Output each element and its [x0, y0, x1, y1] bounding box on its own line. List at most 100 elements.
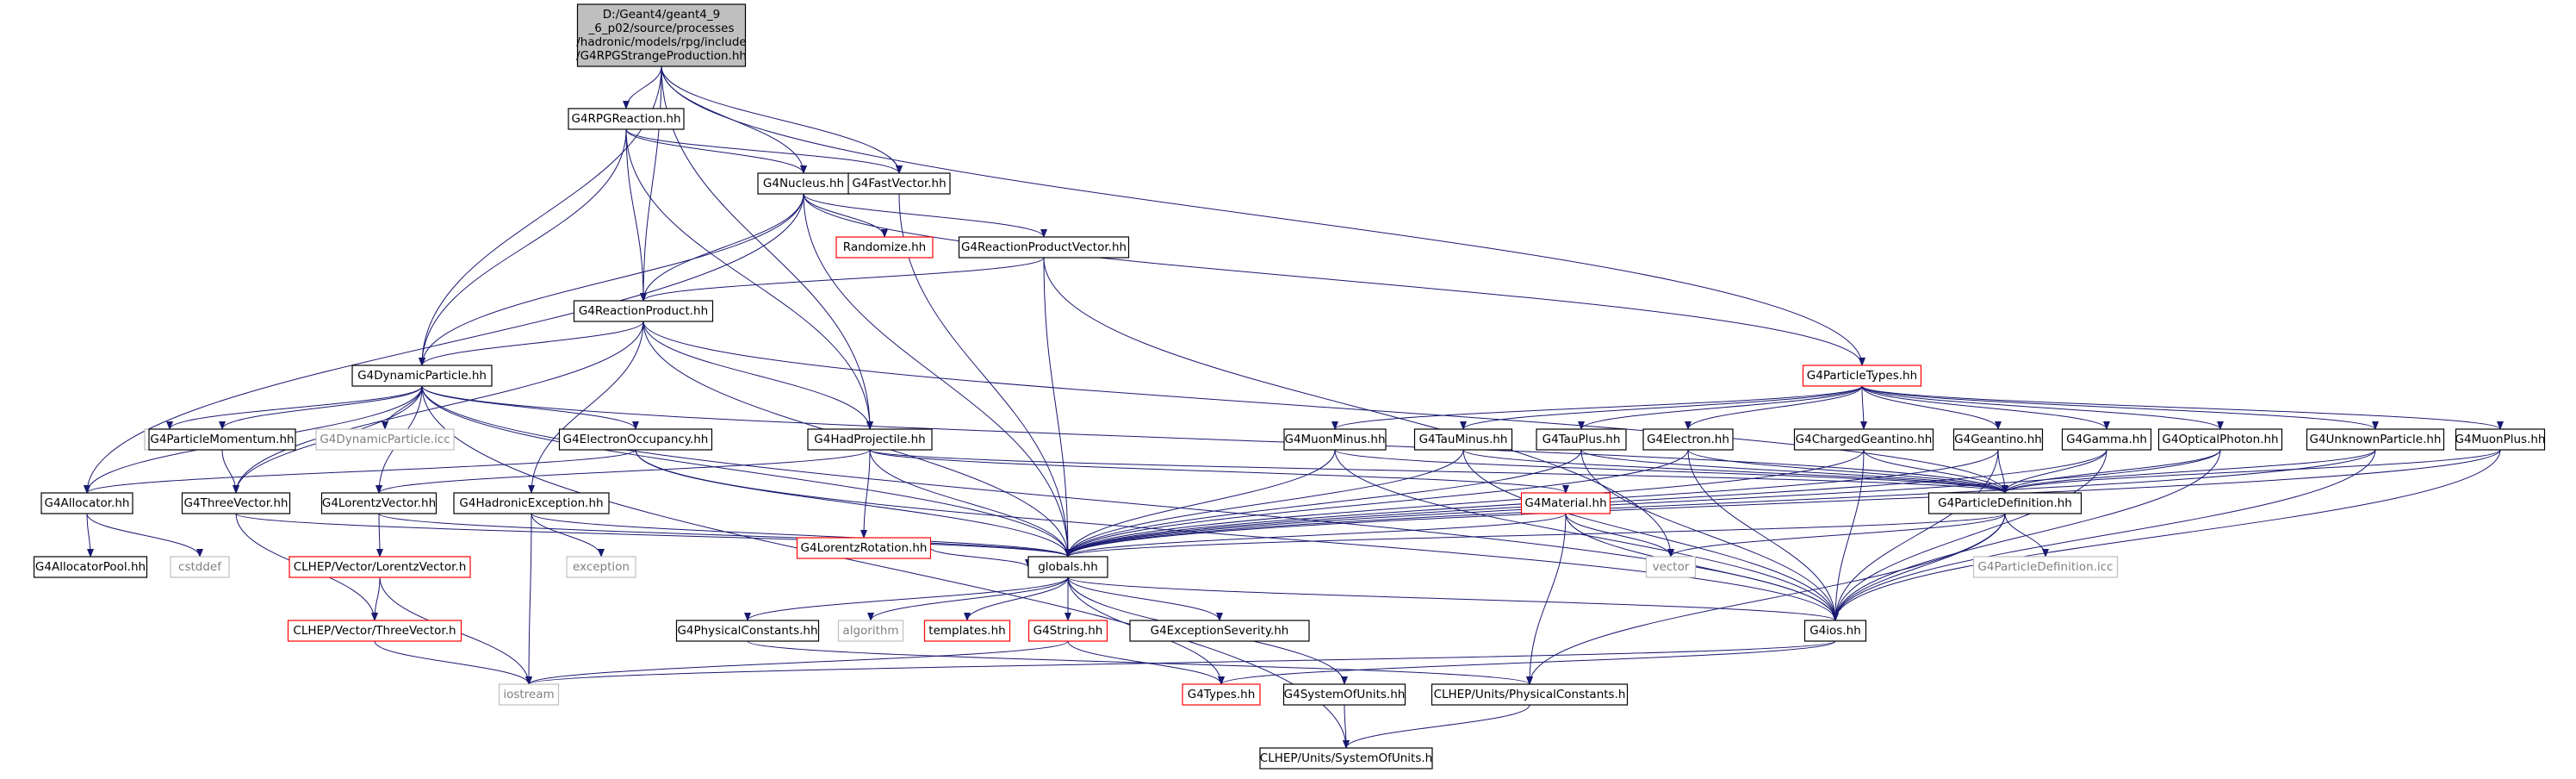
node-cstddef[interactable]: cstddef [170, 556, 230, 578]
node-clhep_tv[interactable]: CLHEP/Vector/ThreeVector.h [287, 620, 462, 642]
node-g4ios[interactable]: G4ios.hh [1803, 620, 1867, 642]
edge-hadexc-to-exception [531, 513, 605, 558]
node-label: globals.hh [1038, 560, 1098, 574]
edge-nucleus-to-dynpart [419, 193, 804, 366]
node-electron[interactable]: G4Electron.hh [1642, 428, 1734, 451]
edge-rp-to-partdef [642, 321, 2008, 494]
node-allocator[interactable]: G4Allocator.hh [40, 492, 133, 514]
edge-tauplus-to-globals [1065, 449, 1582, 558]
node-allocpool[interactable]: G4AllocatorPool.hh [33, 556, 148, 578]
node-lorentzvector[interactable]: G4LorentzVector.hh [320, 492, 438, 514]
node-box [1413, 428, 1513, 451]
node-partdeficc[interactable]: G4ParticleDefinition.icc [1972, 556, 2119, 578]
node-box [847, 172, 951, 195]
node-box [576, 3, 747, 67]
edge-hadproj-to-lorentzvector [376, 449, 871, 494]
node-label: G4ParticleMomentum.hh [150, 433, 294, 446]
node-iostream[interactable]: iostream [498, 683, 560, 706]
node-box [837, 620, 904, 642]
node-clhep_su[interactable]: CLHEP/Units/SystemOfUnits.h [1259, 747, 1433, 770]
node-box [1027, 556, 1108, 578]
node-label: G4HadronicException.hh [459, 496, 603, 510]
edge-muonplus-to-partdef [2002, 449, 2501, 494]
edge-rpgreaction-to-nucleus [625, 128, 807, 174]
node-lorentzrotation[interactable]: G4LorentzRotation.hh [796, 537, 932, 559]
node-globals[interactable]: globals.hh [1027, 556, 1108, 578]
node-elocc[interactable]: G4ElectronOccupancy.hh [558, 428, 713, 451]
edge-rpv-to-rp [640, 257, 1045, 302]
node-muonplus[interactable]: G4MuonPlus.hh [2455, 428, 2546, 451]
node-material[interactable]: G4Material.hh [1520, 492, 1611, 514]
node-g4types[interactable]: G4Types.hh [1182, 683, 1261, 706]
edge-partdef-to-partdeficc [2004, 513, 2049, 558]
node-rpgreaction[interactable]: G4RPGReaction.hh [568, 108, 685, 130]
node-box [1952, 428, 2044, 451]
node-dynpart[interactable]: G4DynamicParticle.hh [351, 365, 493, 387]
edge-globals-to-templates [964, 576, 1069, 621]
node-tauminus[interactable]: G4TauMinus.hh [1413, 428, 1513, 451]
edge-geantino-to-g4ios [1832, 449, 1999, 621]
node-box [1027, 620, 1108, 642]
node-box [315, 428, 455, 451]
edge-nucleus-to-globals [803, 193, 1071, 558]
edge-opticalphoton-to-partdef [2002, 449, 2221, 494]
node-label: G4Gamma.hh [2066, 433, 2147, 446]
node-excsev[interactable]: G4ExceptionSeverity.hh [1129, 620, 1310, 642]
node-nucleus[interactable]: G4Nucleus.hh [757, 172, 850, 195]
edge-clhep_pc-to-clhep_su [1343, 704, 1530, 749]
node-randomize[interactable]: Randomize.hh [835, 236, 934, 259]
node-label: G4ExceptionSeverity.hh [1151, 624, 1289, 638]
node-clhep_lv[interactable]: CLHEP/Vector/LorentzVector.h [289, 556, 471, 578]
node-hadexc[interactable]: G4HadronicException.hh [453, 492, 610, 514]
node-label: G4LorentzRotation.hh [801, 541, 928, 555]
node-chargedgeantino[interactable]: G4ChargedGeantino.hh [1793, 428, 1934, 451]
edge-lorentzvector-to-globals [378, 513, 1071, 558]
node-partmom[interactable]: G4ParticleMomentum.hh [148, 428, 296, 451]
node-templates[interactable]: templates.hh [923, 620, 1011, 642]
edge-muonplus-to-g4ios [1832, 449, 2501, 621]
node-g4string[interactable]: G4String.hh [1027, 620, 1108, 642]
node-opticalphoton[interactable]: G4OpticalPhoton.hh [2157, 428, 2283, 451]
node-particletypes[interactable]: G4ParticleTypes.hh [1802, 365, 1922, 387]
edge-dynpart-to-elocc [421, 385, 639, 430]
node-vector[interactable]: vector [1645, 556, 1697, 578]
edge-rpgreaction-to-hadproj [625, 128, 873, 430]
node-label: G4TauPlus.hh [1542, 433, 1621, 446]
node-label: G4Electron.hh [1647, 433, 1729, 446]
node-hadproj[interactable]: G4HadProjectile.hh [807, 428, 933, 451]
node-label: G4Geantino.hh [1954, 433, 2042, 446]
node-physconst[interactable]: G4PhysicalConstants.hh [675, 620, 820, 642]
edge-tauminus-to-globals [1065, 449, 1464, 558]
node-clhep_pc[interactable]: CLHEP/Units/PhysicalConstants.h [1431, 683, 1629, 706]
node-label: vector [1653, 560, 1690, 574]
node-box [566, 556, 636, 578]
node-root[interactable]: D:/Geant4/geant4_9_6_p02/source/processe… [576, 3, 747, 67]
node-algorithm[interactable]: algorithm [837, 620, 904, 642]
node-geantino[interactable]: G4Geantino.hh [1952, 428, 2044, 451]
node-gamma[interactable]: G4Gamma.hh [2061, 428, 2152, 451]
node-threevector[interactable]: G4ThreeVector.hh [181, 492, 291, 514]
node-label: G4PhysicalConstants.hh [677, 624, 817, 638]
node-fastvector[interactable]: G4FastVector.hh [847, 172, 951, 195]
edge-muonminus-to-globals [1065, 449, 1336, 558]
edge-globals-to-algorithm [867, 576, 1069, 621]
node-rpv[interactable]: G4ReactionProductVector.hh [958, 236, 1130, 259]
node-label: /hadronic/models/rpg/include [576, 35, 747, 49]
edge-hadproj-to-partdef [869, 449, 2008, 494]
node-box [289, 556, 471, 578]
edge-rp-to-dynpart [419, 321, 644, 366]
node-sysunits[interactable]: G4SystemOfUnits.hh [1282, 683, 1406, 706]
node-box [1802, 365, 1922, 387]
edge-particletypes-to-unknownparticle [1861, 385, 2379, 430]
node-unknownparticle[interactable]: G4UnknownParticle.hh [2306, 428, 2445, 451]
edge-chargedgeantino-to-globals [1065, 449, 1865, 558]
node-rp[interactable]: G4ReactionProduct.hh [573, 300, 714, 322]
edge-rp-to-hadproj [642, 321, 873, 430]
node-dynicc[interactable]: G4DynamicParticle.icc [315, 428, 455, 451]
node-tauplus[interactable]: G4TauPlus.hh [1536, 428, 1627, 451]
edge-elocc-to-allocator [84, 449, 636, 494]
node-exception[interactable]: exception [566, 556, 636, 578]
node-muonminus[interactable]: G4MuonMinus.hh [1283, 428, 1387, 451]
node-partdef[interactable]: G4ParticleDefinition.hh [1927, 492, 2083, 514]
edge-electron-to-g4ios [1687, 449, 1839, 621]
